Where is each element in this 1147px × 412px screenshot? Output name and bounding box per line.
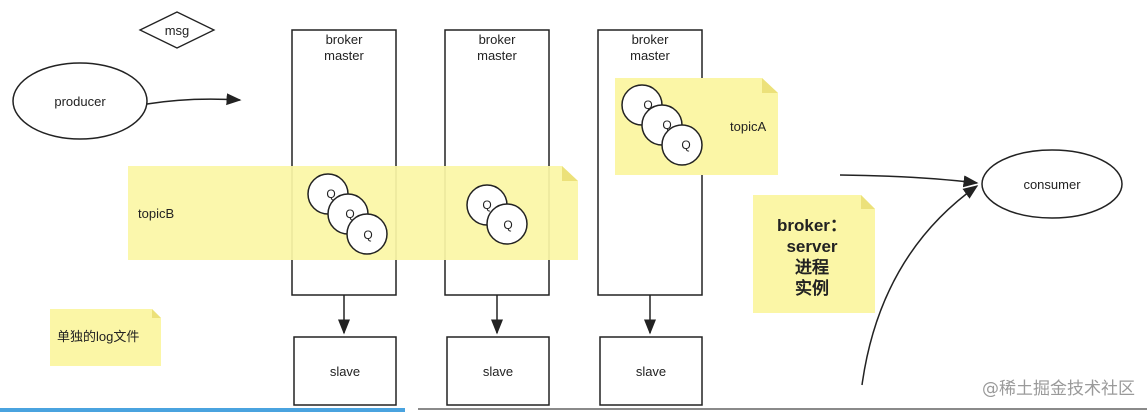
- svg-text:Q: Q: [326, 187, 335, 201]
- consumer-node: consumer: [981, 149, 1123, 219]
- svg-text:Q: Q: [681, 138, 690, 152]
- svg-text:Q: Q: [643, 98, 652, 112]
- msg-node: msg: [138, 11, 216, 49]
- broker-to-consumer-arrow: [861, 185, 979, 386]
- slave-1: slave: [293, 295, 397, 406]
- producer-node: producer: [12, 62, 148, 140]
- log-note-label: 单独的log文件: [57, 329, 139, 344]
- broker-note-line2: server: [786, 237, 837, 256]
- producer-arrow: [146, 93, 242, 106]
- broker-note-line4: 实例: [795, 278, 829, 298]
- queue-a3: Q: [661, 124, 703, 166]
- producer-label: producer: [54, 94, 106, 109]
- broker-note-line3: 进程: [795, 258, 829, 277]
- topicB-queues: Q Q Q Q Q: [307, 173, 528, 255]
- broker-master-3-line1: broker: [632, 32, 670, 47]
- slave-2-label: slave: [483, 364, 513, 379]
- bottom-grey-bar: [418, 408, 1147, 410]
- slave-1-label: slave: [330, 364, 360, 379]
- svg-text:Q: Q: [363, 228, 372, 242]
- slave-3-label: slave: [636, 364, 666, 379]
- consumer-label: consumer: [1023, 177, 1081, 192]
- svg-text:Q: Q: [503, 218, 512, 232]
- watermark: @稀土掘金技术社区: [982, 379, 1135, 399]
- svg-text:Q: Q: [345, 207, 354, 221]
- broker-master-2-line2: master: [477, 48, 517, 63]
- broker-master-1-line1: broker: [326, 32, 364, 47]
- broker-master-3-line2: master: [630, 48, 670, 63]
- topicA-to-consumer-arrow: [839, 174, 979, 188]
- topicB-label: topicB: [138, 206, 174, 221]
- broker-note-line1: broker：: [777, 216, 847, 235]
- bottom-blue-bar: [0, 408, 405, 412]
- log-note: 单独的log文件: [50, 309, 161, 366]
- svg-text:Q: Q: [662, 118, 671, 132]
- slave-2: slave: [446, 295, 550, 406]
- broker-note: broker： server 进程 实例: [753, 195, 875, 313]
- msg-label: msg: [165, 23, 190, 38]
- queue-b3: Q: [346, 213, 388, 255]
- topicA-queues: Q Q Q: [621, 84, 703, 166]
- broker-master-1-line2: master: [324, 48, 364, 63]
- slave-3: slave: [599, 295, 703, 406]
- topicA-label: topicA: [730, 119, 766, 134]
- broker-master-2-line1: broker: [479, 32, 517, 47]
- svg-text:Q: Q: [482, 198, 491, 212]
- queue-b5: Q: [486, 203, 528, 245]
